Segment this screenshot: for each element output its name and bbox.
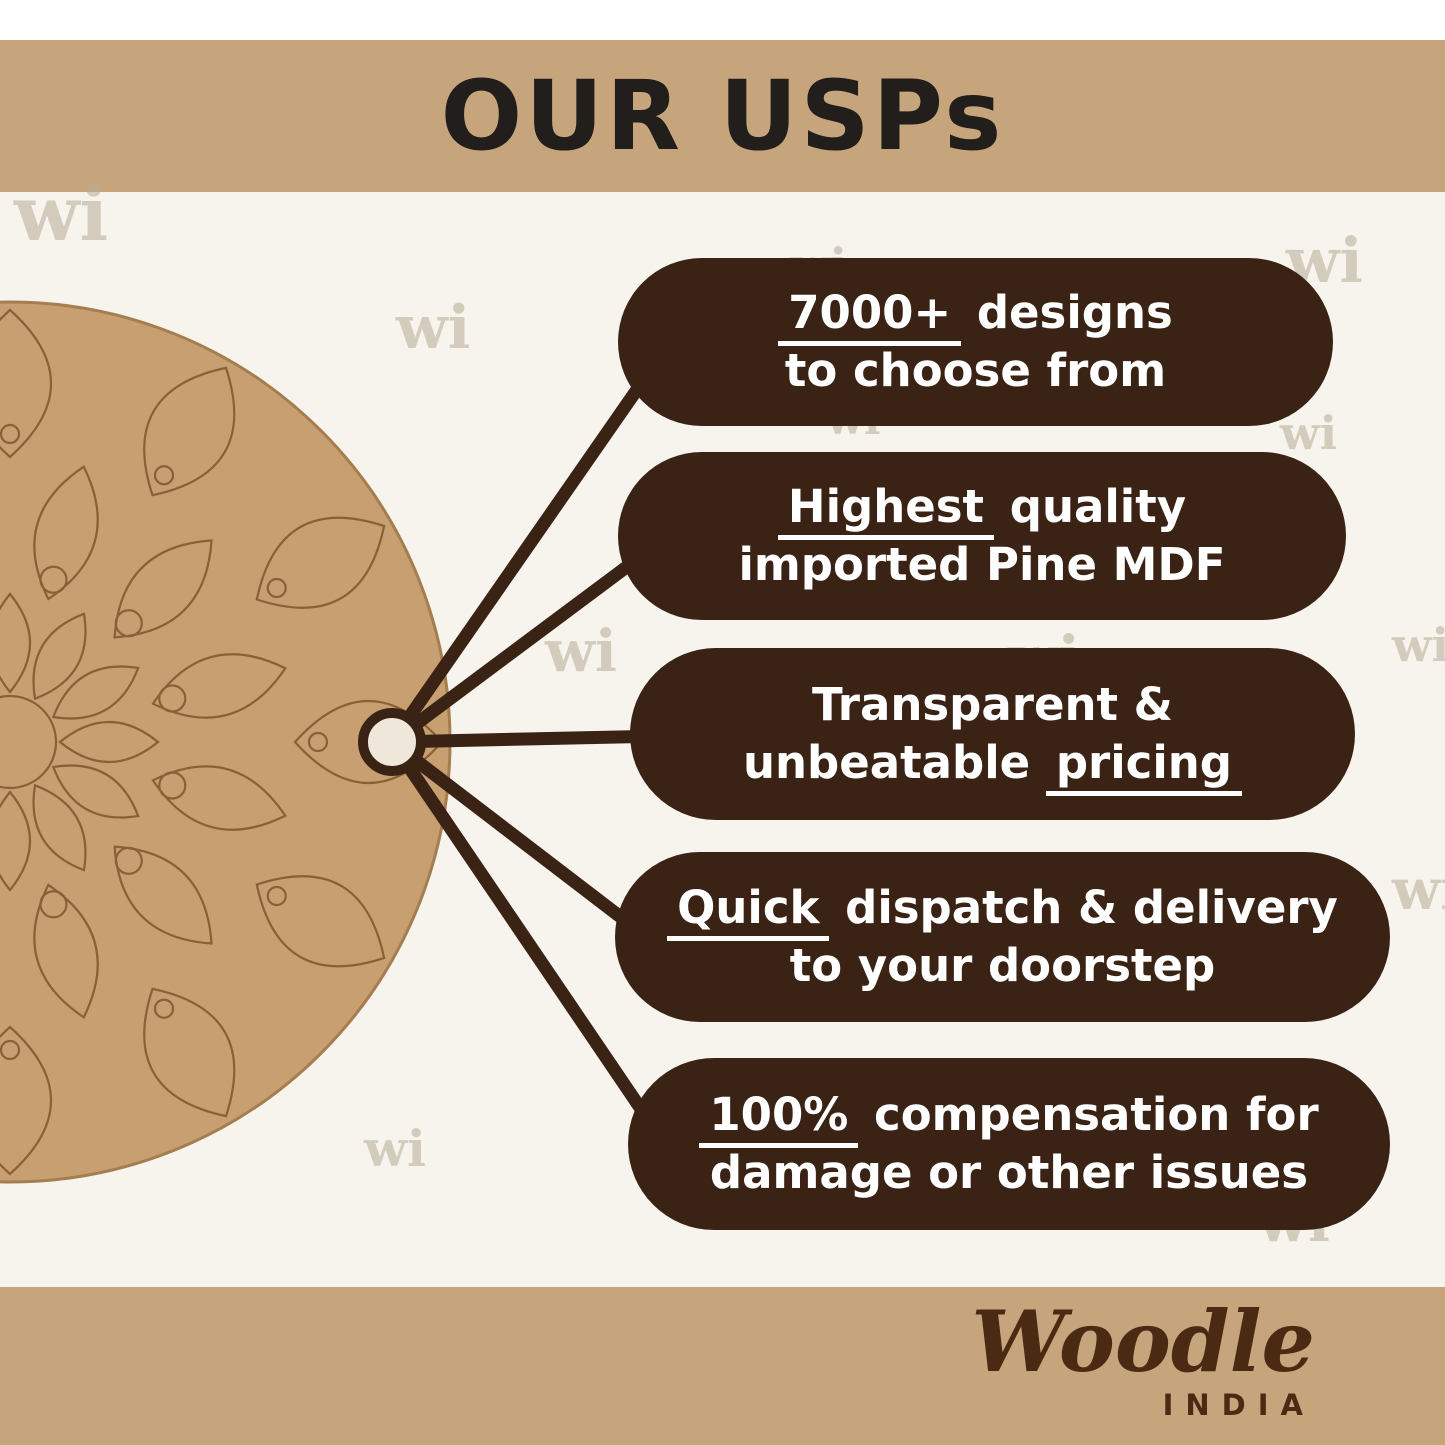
usp-text-line: Transparent &	[812, 677, 1173, 731]
usp-text-line: imported Pine MDF	[738, 538, 1226, 591]
watermark: wi	[790, 238, 848, 292]
usp-pill: Transparent &unbeatable pricing	[630, 648, 1355, 820]
top-white-strip	[0, 0, 1445, 40]
watermark: wi	[545, 617, 617, 685]
watermark: wi	[1392, 618, 1445, 672]
usp-text-line: unbeatable pricing	[743, 734, 1243, 796]
usp-text-line: to your doorstep	[789, 939, 1216, 992]
brand-country: INDIA	[1162, 1388, 1315, 1423]
watermark: wi	[1258, 1187, 1330, 1255]
watermark: wi	[1392, 857, 1445, 923]
usp-text-line: Quick dispatch & delivery	[667, 879, 1338, 941]
watermark: wi	[1280, 406, 1338, 460]
usp-text-line: 7000+ designs	[778, 284, 1173, 346]
watermark: wi	[1286, 224, 1363, 297]
usp-text-line: Highest quality	[777, 478, 1186, 540]
watermark: wi	[826, 394, 881, 445]
brand-name: Woodle	[971, 1292, 1315, 1391]
bottom-banner	[0, 1287, 1445, 1445]
usp-text-line: damage or other issues	[709, 1146, 1309, 1199]
page-title: OUR USPs	[440, 60, 1005, 172]
watermark: wi	[732, 1149, 804, 1217]
watermark: wi	[1008, 623, 1080, 691]
top-banner: OUR USPs	[0, 40, 1445, 192]
usp-text-line: to choose from	[784, 344, 1167, 397]
brand-logo: Woodle INDIA	[971, 1292, 1315, 1423]
mdf-mandala-board-image	[0, 300, 452, 1184]
usp-text-line: 100% compensation for	[699, 1086, 1319, 1148]
